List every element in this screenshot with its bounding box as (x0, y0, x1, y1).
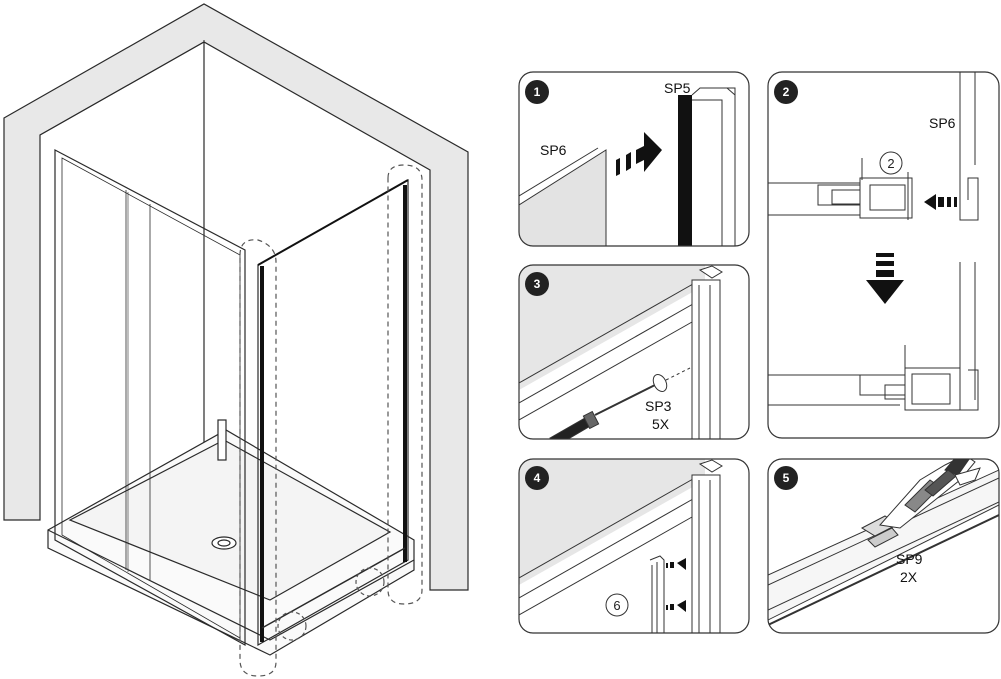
callout-wall-profile (387, 164, 423, 605)
drain (211, 536, 237, 550)
step-5-panel: 5 SP9 2X (767, 458, 1000, 634)
back-wall (3, 3, 469, 591)
label-sp6: SP6 (540, 142, 567, 158)
callout-bottom-seal-1 (277, 611, 307, 641)
step-4-number: 4 (534, 471, 541, 485)
callout-vertical-profile (239, 239, 277, 677)
arrow-icon (924, 194, 957, 210)
step-2-number: 2 (783, 85, 790, 99)
step-4-panel: 4 6 (518, 458, 750, 634)
arrow-down-icon (866, 253, 904, 304)
label-qty: 2X (900, 569, 918, 585)
shower-enclosure-illustration (3, 3, 469, 677)
hand-tool-icon (879, 459, 981, 529)
screwdriver-icon (549, 367, 691, 439)
step-1-panel: 1 SP5 SP6 (518, 71, 750, 247)
step-3-number: 3 (534, 277, 541, 291)
label-sp5: SP5 (664, 80, 691, 96)
label-sp6: SP6 (929, 115, 956, 131)
step-3-panel: 3 SP3 5X (518, 264, 750, 440)
step-2-panel: 2 SP6 2 (767, 71, 1000, 439)
sliding-door-frame (54, 149, 246, 647)
step-1-number: 1 (534, 85, 541, 99)
label-sp3: SP3 (645, 398, 672, 414)
label-qty: 5X (652, 416, 670, 432)
circled-part-number: 6 (613, 598, 620, 613)
arrow-icon (666, 558, 686, 612)
circled-part-number: 2 (887, 156, 894, 171)
label-sp9: SP9 (896, 551, 923, 567)
callout-bottom-seal-2 (355, 567, 385, 597)
arrow-icon (616, 132, 662, 176)
door-handle (217, 419, 227, 461)
step-5-number: 5 (783, 471, 790, 485)
